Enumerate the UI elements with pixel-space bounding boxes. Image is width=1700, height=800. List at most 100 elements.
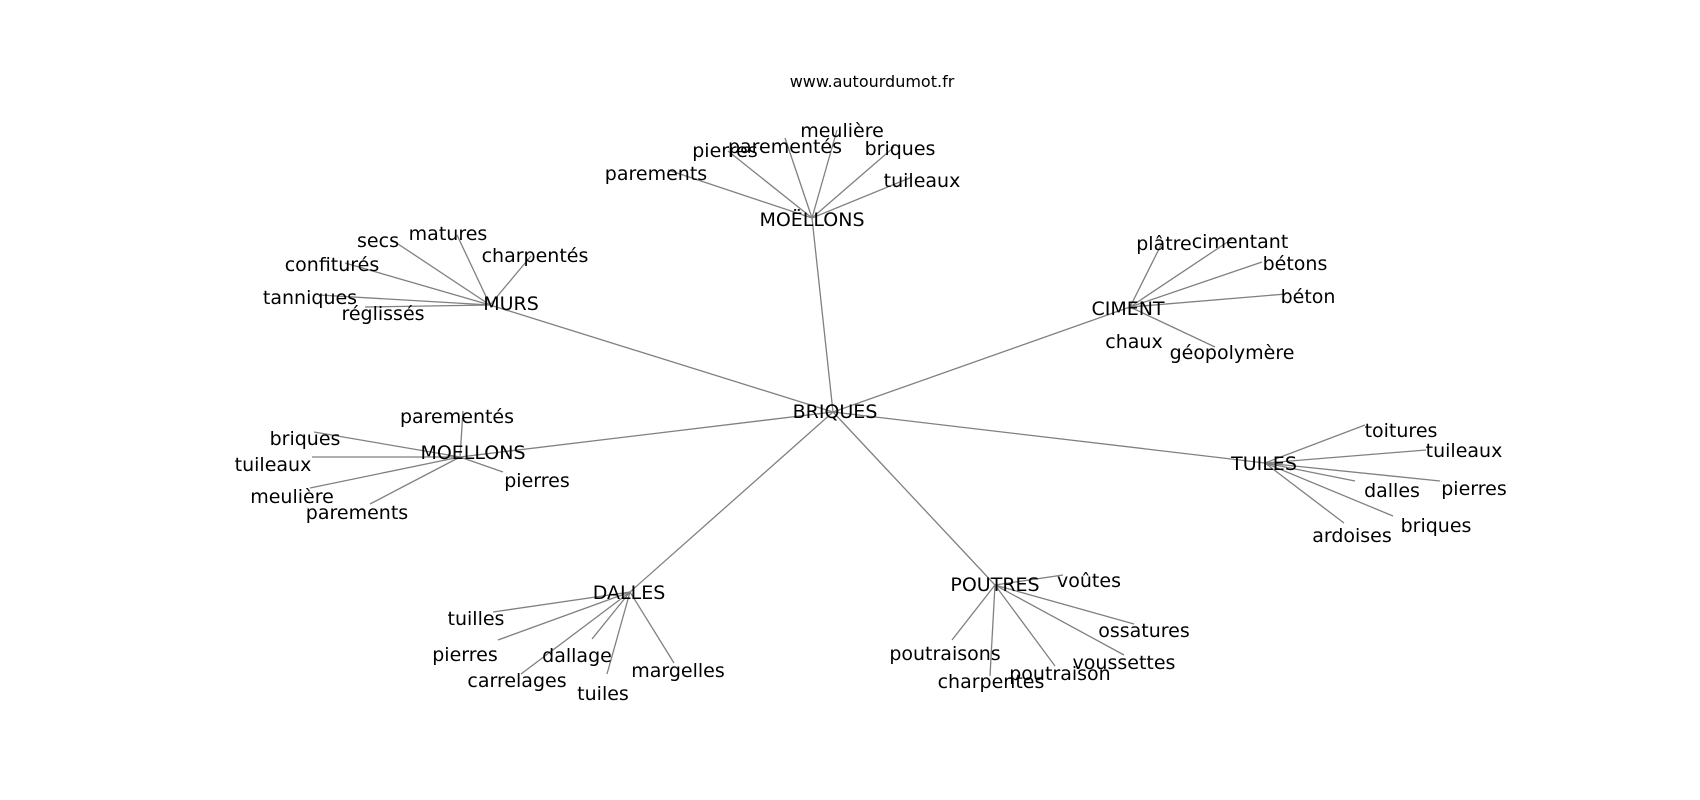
edge-center-hub	[811, 217, 834, 413]
leaf-word: secs	[357, 230, 399, 252]
leaf-word: tuileaux	[1426, 440, 1503, 462]
leaf-word: tanniques	[263, 287, 357, 309]
leaf-word: réglissés	[341, 303, 424, 325]
edge-center-hub	[629, 411, 834, 593]
leaf-word: parementés	[400, 406, 514, 428]
leaf-word: tuileaux	[235, 454, 312, 476]
labels-layer: BRIQUESMOËLLONSpierresparementésmeulière…	[235, 120, 1507, 705]
site-credit: www.autourdumot.fr	[790, 72, 955, 91]
leaf-word: briques	[865, 138, 936, 160]
edge-hub-leaf	[994, 574, 1064, 586]
leaf-word: pierres	[504, 470, 570, 492]
edge-hub-leaf	[994, 584, 1056, 667]
edge-hub-leaf	[784, 137, 813, 219]
edge-hub-leaf	[520, 591, 631, 675]
edge-hub-leaf	[364, 304, 491, 308]
leaf-word: chaux	[1105, 331, 1162, 353]
edge-hub-leaf	[309, 456, 461, 489]
edge-hub-leaf	[591, 591, 631, 640]
edge-hub-leaf	[1264, 462, 1356, 482]
leaf-word: charpentes	[938, 671, 1045, 693]
edge-hub-leaf	[1129, 306, 1216, 348]
edge-hub-leaf	[1264, 424, 1366, 464]
leaf-word: plâtre	[1136, 233, 1192, 255]
edge-hub-leaf	[1129, 240, 1164, 308]
leaf-word: parementés	[728, 136, 842, 158]
leaf-word: bétons	[1263, 253, 1328, 275]
hub-word: MURS	[483, 293, 539, 315]
leaf-word: voûtes	[1057, 570, 1121, 592]
leaf-word: charpentés	[482, 245, 589, 267]
leaf-word: meulière	[250, 486, 334, 508]
leaf-word: tuileaux	[884, 170, 961, 192]
edge-center-hub	[832, 411, 1266, 464]
leaf-word: pierres	[1441, 478, 1507, 500]
leaf-word: margelles	[631, 660, 725, 682]
leaf-word: parements	[306, 502, 408, 524]
edge-hub-leaf	[1264, 462, 1345, 524]
leaf-word: matures	[409, 223, 488, 245]
leaf-word: pierres	[432, 644, 498, 666]
edge-hub-leaf	[951, 584, 996, 641]
edge-hub-leaf	[1129, 238, 1233, 308]
edges-layer	[309, 129, 1441, 677]
edge-hub-leaf	[667, 169, 813, 219]
edge-hub-leaf	[489, 255, 532, 306]
leaf-word: voussettes	[1073, 652, 1176, 674]
leaf-word: dallage	[542, 645, 612, 667]
edge-hub-leaf	[1264, 462, 1394, 517]
edge-hub-leaf	[811, 176, 913, 219]
edge-hub-leaf	[994, 584, 1135, 625]
hub-word: CIMENT	[1091, 298, 1164, 320]
edge-hub-leaf	[369, 456, 461, 505]
leaf-word: ossatures	[1098, 620, 1190, 642]
edge-hub-leaf	[456, 234, 491, 306]
leaf-word: poutraisons	[889, 643, 1000, 665]
edge-hub-leaf	[811, 129, 838, 219]
leaf-word: pierres	[692, 140, 758, 162]
edge-hub-leaf	[1129, 261, 1263, 308]
edge-center-hub	[459, 411, 834, 458]
hub-word: MOËLLONS	[759, 208, 864, 231]
hub-word: TUILES	[1230, 453, 1297, 475]
edge-hub-leaf	[1264, 462, 1441, 482]
leaf-word: briques	[1401, 515, 1472, 537]
edge-hub-leaf	[318, 294, 491, 306]
edge-hub-leaf	[1129, 293, 1287, 308]
edge-hub-leaf	[1264, 449, 1427, 464]
edge-center-hub	[489, 304, 834, 413]
edge-hub-leaf	[459, 456, 504, 473]
leaf-word: géopolymère	[1170, 342, 1295, 364]
edge-hub-leaf	[313, 431, 461, 458]
leaf-word: cimentant	[1192, 231, 1289, 253]
edge-hub-leaf	[629, 591, 675, 664]
leaf-word: carrelages	[467, 670, 566, 692]
hub-word: DALLES	[593, 582, 666, 604]
hub-word: MOELLONS	[420, 442, 525, 464]
edge-hub-leaf	[344, 262, 491, 306]
edge-hub-leaf	[459, 410, 464, 458]
edge-center-hub	[832, 306, 1131, 413]
edge-center-hub	[832, 411, 996, 586]
edge-hub-leaf	[606, 591, 631, 675]
leaf-word: toitures	[1365, 420, 1438, 442]
leaf-word: briques	[270, 428, 341, 450]
edge-hub-leaf	[492, 591, 631, 613]
edge-hub-leaf	[994, 584, 1125, 656]
hub-word: POUTRES	[950, 574, 1039, 596]
leaf-word: tuilles	[448, 608, 505, 630]
leaf-word: dalles	[1364, 480, 1420, 502]
edge-hub-leaf	[727, 150, 813, 219]
leaf-word: ardoises	[1312, 525, 1392, 547]
edge-hub-leaf	[391, 239, 491, 306]
leaf-word: meulière	[800, 120, 884, 142]
center-word: BRIQUES	[793, 401, 878, 423]
leaf-word: confiturés	[285, 254, 380, 276]
edge-hub-leaf	[497, 591, 631, 641]
leaf-word: parements	[605, 163, 707, 185]
leaf-word: tuiles	[577, 683, 629, 705]
leaf-word: poutraison	[1009, 663, 1110, 685]
edge-hub-leaf	[811, 146, 895, 219]
leaf-word: béton	[1281, 286, 1336, 308]
